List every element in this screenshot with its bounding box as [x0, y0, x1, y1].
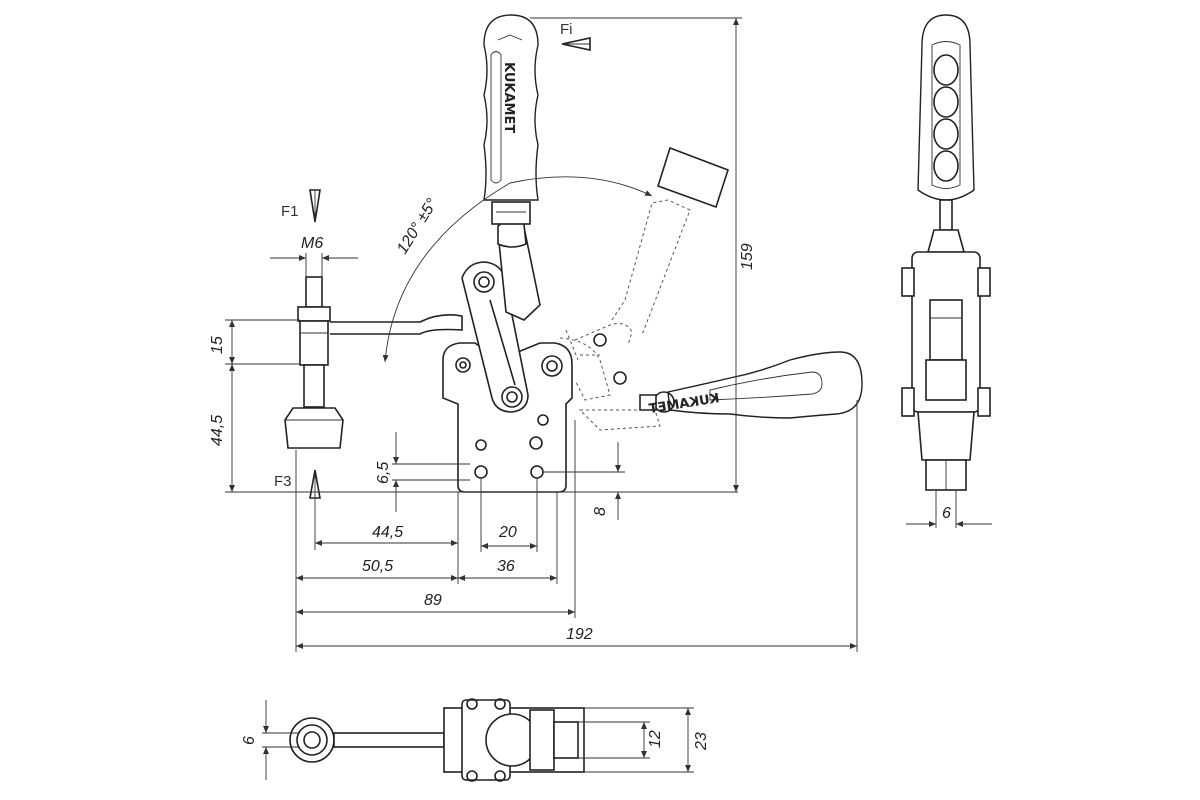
dim-15: 15: [209, 336, 226, 354]
dim-44-5-vertical: 44,5: [209, 415, 226, 446]
dim-6-5: 6,5: [375, 462, 392, 484]
angle-arc: [382, 176, 653, 363]
side-view: 6: [901, 14, 992, 528]
front-dimensions: M6 15 44,5 6,5 8 44,5: [209, 17, 858, 652]
top-view: 6 12 23: [241, 698, 710, 782]
dim-23: 23: [693, 732, 710, 751]
dim-20: 20: [498, 524, 517, 541]
angle-label: 120° ±5°: [394, 195, 441, 257]
front-view: KUKAMET KUKAMET 120° ±5°: [284, 14, 863, 493]
force-f1-label: F1: [281, 203, 299, 220]
dim-6-side: 6: [942, 505, 951, 522]
dim-8: 8: [592, 507, 609, 516]
dim-44-5-horizontal: 44,5: [372, 524, 403, 541]
force-fi-label: Fi: [560, 21, 573, 38]
dim-6-top: 6: [241, 736, 258, 745]
forces: F1 Fi F3: [274, 21, 591, 499]
spindle: [284, 276, 344, 449]
dim-89: 89: [424, 592, 442, 609]
dim-36: 36: [497, 558, 515, 575]
dim-12: 12: [647, 730, 664, 748]
dim-thread-m6: M6: [301, 235, 323, 252]
upright-handle-grip: KUKAMET: [483, 14, 539, 201]
force-f3-label: F3: [274, 473, 292, 490]
dim-192: 192: [566, 626, 593, 643]
open-handle-grip: KUKAMET: [639, 351, 863, 419]
dim-159: 159: [739, 243, 756, 270]
dim-50-5: 50,5: [362, 558, 393, 575]
brand-label-vertical: KUKAMET: [501, 62, 516, 133]
open-position-lever-outline: [559, 146, 729, 431]
clamping-arm: [330, 314, 463, 335]
